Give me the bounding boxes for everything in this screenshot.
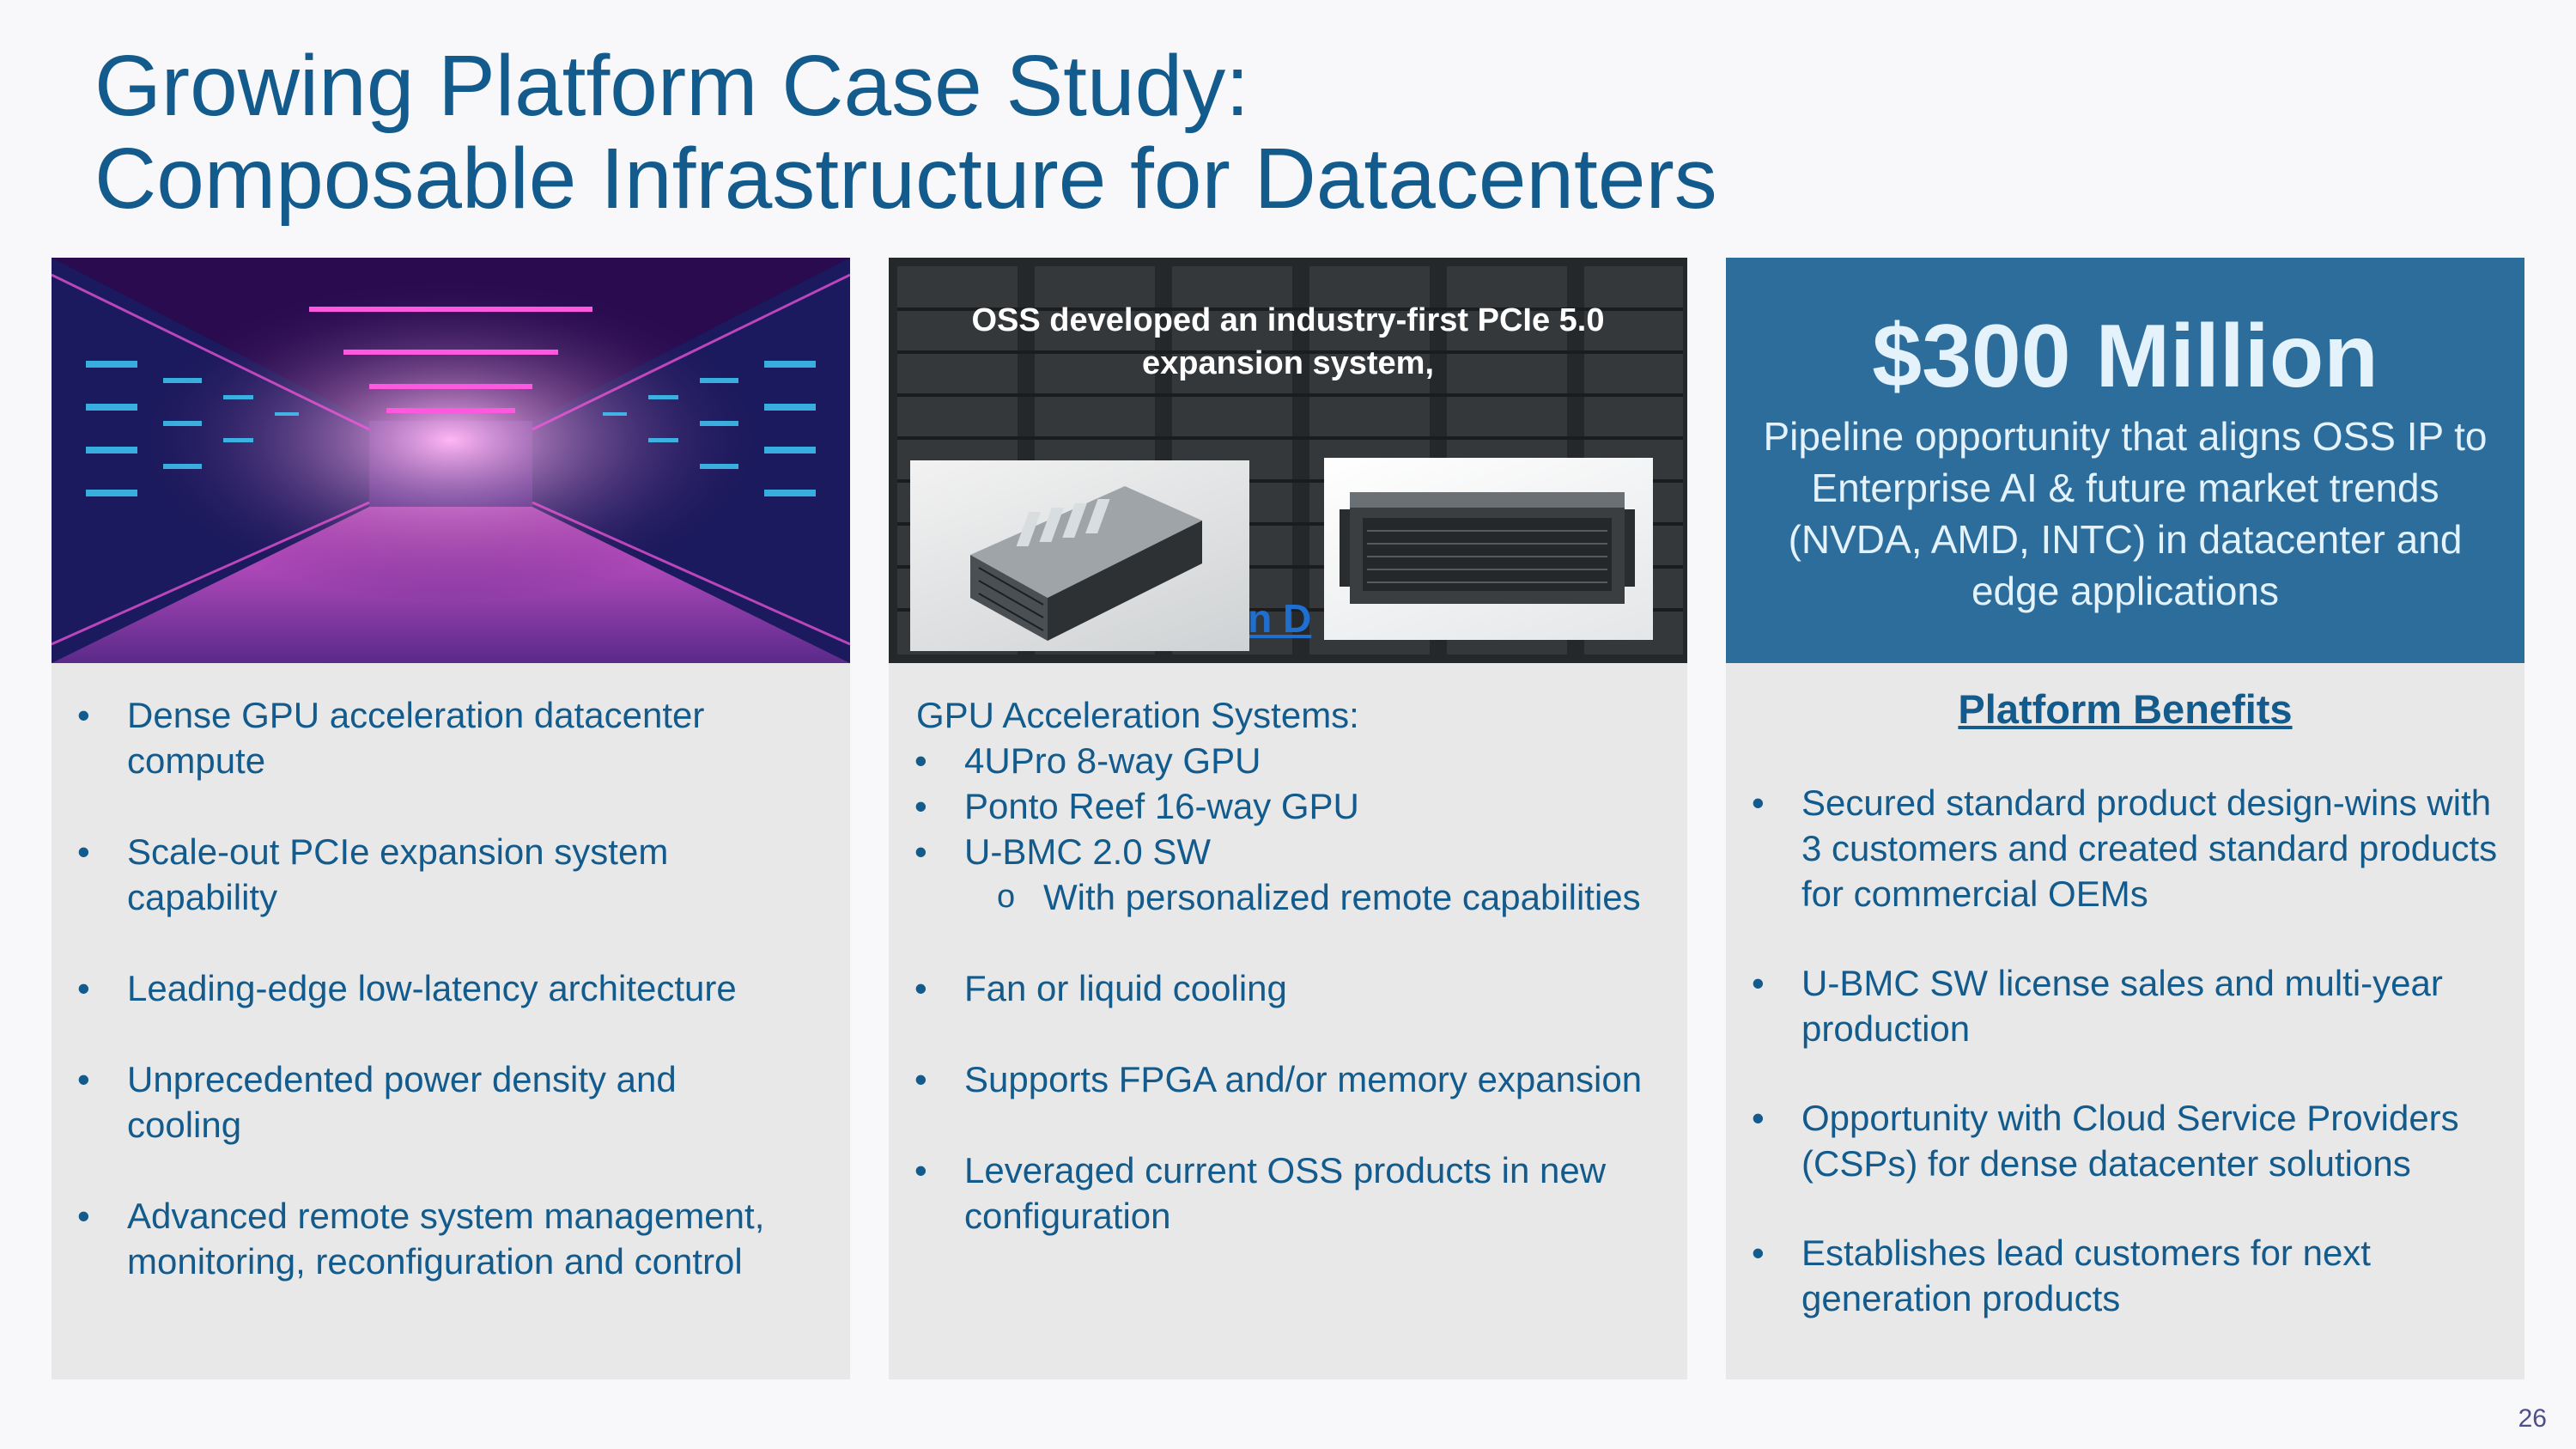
gpu-systems-list: 4UPro 8-way GPU Ponto Reef 16-way GPU U-… [889, 738, 1653, 1284]
platform-benefits-heading: Platform Benefits [1958, 686, 2293, 732]
pipeline-amount: $300 Million [1872, 307, 2379, 406]
gpu-server-rack-unit-image [1324, 458, 1653, 640]
list-item: Supports FPGA and/or memory expansion [889, 1056, 1653, 1102]
page-title: Growing Platform Case Study: Composable … [94, 40, 1717, 225]
corridor-illustration [52, 258, 850, 663]
list-item: Scale-out PCIe expansion system capabili… [52, 829, 799, 920]
datacenter-corridor-image [52, 258, 850, 663]
datacenter-feature-list: Dense GPU acceleration datacenter comput… [52, 692, 799, 1330]
list-item: Establishes lead customers for next gene… [1726, 1230, 2499, 1321]
list-item: Leveraged current OSS products in new co… [889, 1148, 1653, 1239]
page-title-line-1: Growing Platform Case Study: [94, 38, 1249, 134]
list-item: Opportunity with Cloud Service Providers… [1726, 1095, 2499, 1186]
datacenter-features-card: Dense GPU acceleration datacenter comput… [52, 258, 850, 1379]
list-item: U-BMC SW license sales and multi-year pr… [1726, 960, 2499, 1051]
list-item: U-BMC 2.0 SW [889, 829, 1653, 874]
oss-expansion-caption: OSS developed an industry-first PCIe 5.0… [971, 302, 1605, 381]
server-room-image: OSS developed an industry-first PCIe 5.0… [889, 258, 1687, 663]
pipeline-highlight-panel: $300 Million Pipeline opportunity that a… [1726, 258, 2524, 663]
platform-benefits-card: $300 Million Pipeline opportunity that a… [1726, 258, 2524, 1379]
gpu-systems-intro: GPU Acceleration Systems: [916, 695, 1359, 735]
list-item: Secured standard product design-wins wit… [1726, 780, 2499, 916]
list-item: Fan or liquid cooling [889, 965, 1653, 1011]
page-number: 26 [2518, 1404, 2547, 1433]
pipeline-description: Pipeline opportunity that aligns OSS IP … [1763, 414, 2488, 613]
list-item: Unprecedented power density and cooling [52, 1056, 799, 1148]
page-title-line-2: Composable Infrastructure for Datacenter… [94, 131, 1717, 227]
gpu-server-open-chassis-image [910, 460, 1249, 651]
list-item: Ponto Reef 16-way GPU [889, 783, 1653, 829]
platform-benefits-list: Secured standard product design-wins wit… [1726, 780, 2499, 1365]
list-item: 4UPro 8-way GPU [889, 738, 1653, 783]
gpu-systems-card: OSS developed an industry-first PCIe 5.0… [889, 258, 1687, 1379]
sub-list-item: With personalized remote capabilities [889, 874, 1653, 920]
list-item: Dense GPU acceleration datacenter comput… [52, 692, 799, 783]
list-item: Advanced remote system management, monit… [52, 1193, 799, 1284]
list-item: Leading-edge low-latency architecture [52, 965, 799, 1011]
